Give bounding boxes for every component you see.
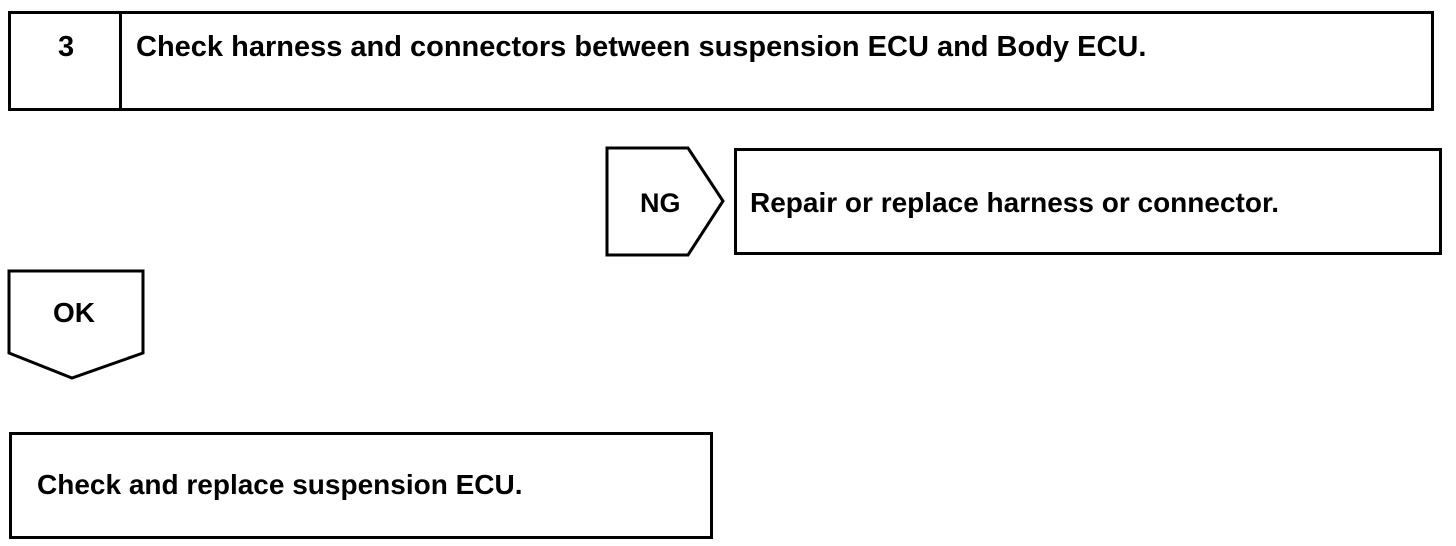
step-box <box>8 11 1434 111</box>
ok-result-box <box>9 432 713 539</box>
step-title: Check harness and connectors between sus… <box>136 31 1147 63</box>
ng-label: NG <box>640 188 681 218</box>
step-number: 3 <box>58 31 75 63</box>
step-divider <box>119 11 122 111</box>
ng-result-box <box>734 148 1442 255</box>
ok-result-text: Check and replace suspension ECU. <box>37 469 523 500</box>
ok-label: OK <box>53 297 95 328</box>
ng-result-text: Repair or replace harness or connector. <box>750 187 1280 218</box>
